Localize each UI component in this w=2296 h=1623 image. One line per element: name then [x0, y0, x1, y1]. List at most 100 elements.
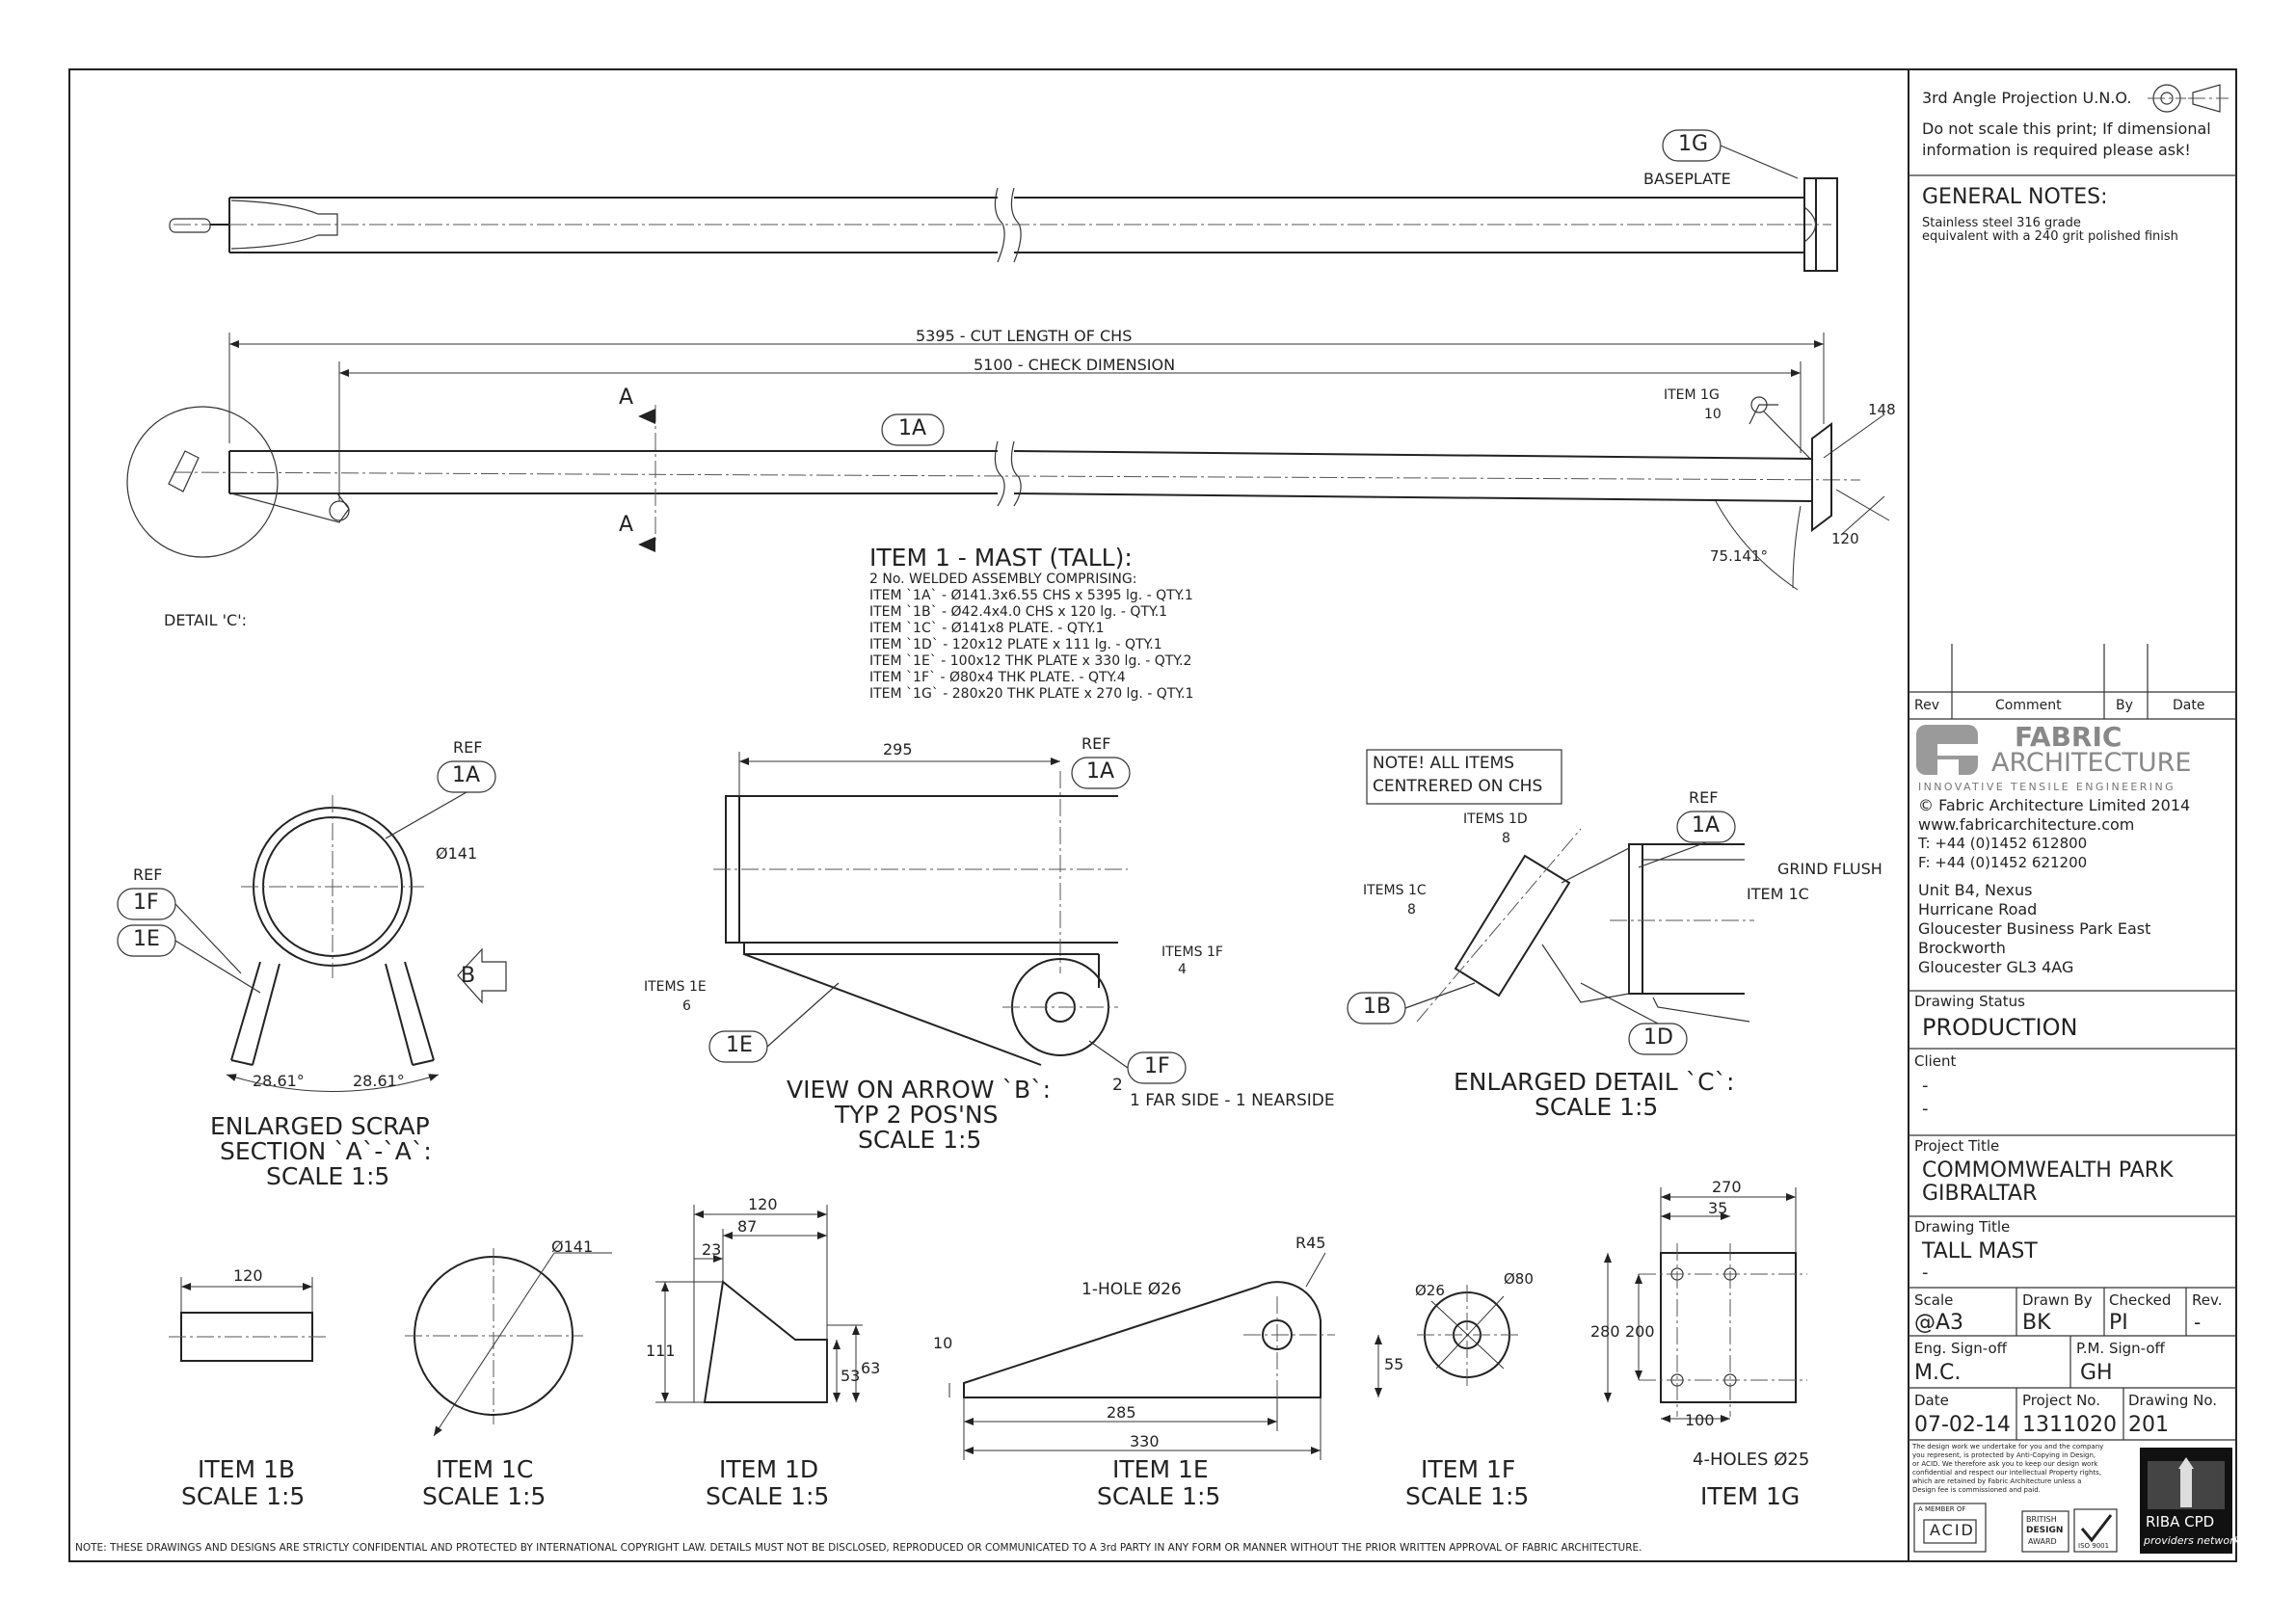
- section-aa-view: [226, 795, 507, 1092]
- weld-items-1d: ITEMS 1D: [1463, 812, 1528, 827]
- general-notes-line-1: Stainless steel 316 grade: [1922, 216, 2081, 230]
- radius-45: R45: [1295, 1234, 1326, 1252]
- drawing-title-line-1: TALL MAST: [1922, 1239, 2038, 1264]
- item-list-line-8: ITEM `1G` - 280x20 THK PLATE x 270 lg. -…: [869, 686, 1194, 702]
- dim-63-1d: 63: [861, 1359, 881, 1377]
- date-value: 07-02-14: [1914, 1413, 2011, 1437]
- hole-note-1e: 1-HOLE Ø26: [1081, 1280, 1182, 1299]
- item-1e-caption-1: ITEM 1E: [1112, 1455, 1209, 1483]
- holes-note-1g: 4-HOLES Ø25: [1693, 1450, 1810, 1470]
- item-list-line-2: ITEM `1A` - Ø141.3x6.55 CHS x 5395 lg. -…: [869, 588, 1193, 603]
- balloon-1a-section: 1A: [452, 763, 481, 787]
- mast-top-view: [169, 177, 1838, 272]
- address-line-3: Gloucester Business Park East: [1918, 919, 2151, 938]
- dim-295: 295: [883, 740, 913, 758]
- ref-label-view-b: REF: [1081, 734, 1111, 753]
- baseplate-label: BASEPLATE: [1643, 170, 1731, 188]
- balloon-1d-detail-c: 1D: [1643, 1025, 1673, 1050]
- item-list-line-6: ITEM `1E` - 100x12 THK PLATE x 330 lg. -…: [869, 653, 1192, 669]
- balloons: [117, 129, 1799, 1084]
- item-1e-view: [948, 1252, 1382, 1460]
- eng-signoff-value: M.C.: [1914, 1361, 1962, 1385]
- project-title-line-1: COMMOMWEALTH PARK: [1922, 1158, 2174, 1183]
- dim-dia-80-1f: Ø80: [1504, 1270, 1534, 1288]
- checked-value: PI: [2109, 1311, 2128, 1335]
- logo-tagline: INNOVATIVE TENSILE ENGINEERING: [1918, 781, 2176, 793]
- checked-label: Checked: [2109, 1291, 2172, 1309]
- item-1b-view: [169, 1277, 328, 1362]
- weld-size-1c: 8: [1407, 902, 1416, 918]
- weld-size-1d: 8: [1502, 831, 1510, 846]
- item-1e-caption-2: SCALE 1:5: [1097, 1482, 1221, 1510]
- pm-signoff-value: GH: [2080, 1361, 2113, 1385]
- address-line-1: Unit B4, Nexus: [1918, 881, 2033, 899]
- section-aa-caption-2: SECTION `A`-`A`:: [220, 1137, 432, 1165]
- drawn-by-value: BK: [2022, 1311, 2051, 1335]
- dim-dia-26-1f: Ø26: [1415, 1282, 1445, 1299]
- weld-size-1e: 6: [682, 998, 691, 1014]
- detail-c-view: [1416, 828, 1754, 1023]
- dim-87-1d: 87: [737, 1217, 758, 1236]
- weld-items-1c: ITEMS 1C: [1363, 883, 1427, 898]
- ref-label-1a: REF: [453, 738, 483, 757]
- item-1c-view: [405, 1248, 612, 1437]
- dim-55-1e: 55: [1384, 1355, 1404, 1373]
- weld-size-1g: 10: [1704, 407, 1722, 422]
- detail-c-caption-2: SCALE 1:5: [1535, 1093, 1659, 1121]
- drawing-status: PRODUCTION: [1922, 1014, 2078, 1041]
- section-aa-caption-3: SCALE 1:5: [266, 1162, 390, 1190]
- item-1g-caption: ITEM 1G: [1700, 1482, 1801, 1510]
- section-aa-caption-1: ENLARGED SCRAP: [210, 1112, 430, 1140]
- drawing-title-label: Drawing Title: [1914, 1218, 2011, 1236]
- bsd-badge-line-1: BRITISH: [2026, 1515, 2057, 1524]
- item-1b-caption-2: SCALE 1:5: [181, 1482, 306, 1510]
- company-fax: F: +44 (0)1452 621200: [1918, 854, 2088, 871]
- dim-270-1g: 270: [1712, 1178, 1742, 1196]
- dim-200-1g: 200: [1625, 1322, 1655, 1341]
- acid-badge-top: A MEMBER OF: [1918, 1505, 1966, 1513]
- angle-28-right: 28.61°: [353, 1072, 405, 1090]
- drawing-status-label: Drawing Status: [1914, 993, 2025, 1010]
- fabric-architecture-logo-icon: [1916, 725, 1978, 775]
- drawing-no-value: 201: [2128, 1413, 2169, 1437]
- detail-c-label: DETAIL 'C':: [164, 611, 247, 629]
- weld-items-1f: ITEMS 1F: [1161, 945, 1223, 960]
- detail-c-caption-1: ENLARGED DETAIL `C`:: [1454, 1068, 1735, 1096]
- view-b-caption-2: TYP 2 POS'NS: [835, 1101, 999, 1129]
- scale-value: @A3: [1914, 1311, 1964, 1335]
- company-phone: T: +44 (0)1452 612800: [1918, 835, 2088, 852]
- section-mark-top: A: [619, 386, 634, 410]
- dim-330-1e: 330: [1130, 1432, 1160, 1450]
- item-1g-view: [1604, 1187, 1807, 1423]
- logo-word-fabric: FABRIC: [2015, 721, 2122, 753]
- drawn-by-label: Drawn By: [2022, 1291, 2093, 1309]
- dim-120-elev: 120: [1831, 530, 1859, 547]
- client-line-2: -: [1922, 1099, 1929, 1119]
- iso-badge: ISO 9001: [2078, 1542, 2110, 1550]
- company-copyright: © Fabric Architecture Limited 2014: [1918, 796, 2191, 814]
- address-line-4: Brockworth: [1918, 939, 2006, 957]
- item-list-line-3: ITEM `1B` - Ø42.4x4.0 CHS x 120 lg. - QT…: [869, 604, 1168, 620]
- sheet-border: [68, 68, 2237, 1562]
- qty-2-view-b: 2: [1112, 1076, 1123, 1095]
- dim-120-1b: 120: [233, 1266, 263, 1285]
- scale-note-line-1: Do not scale this print; If dimensional: [1922, 120, 2211, 138]
- view-b: [713, 752, 1128, 1066]
- bsd-badge-line-2: DESIGN: [2026, 1526, 2064, 1535]
- company-website[interactable]: www.fabricarchitecture.com: [1918, 815, 2135, 834]
- date-label: Date: [1914, 1392, 1949, 1409]
- dim-53-1d: 53: [841, 1367, 861, 1385]
- rev-label: Rev.: [2192, 1291, 2223, 1309]
- view-b-caption-1: VIEW ON ARROW `B`:: [787, 1076, 1052, 1104]
- logo-word-architecture: ARCHITECTURE: [1991, 748, 2192, 778]
- balloon-1e-view-b: 1E: [726, 1033, 753, 1057]
- item-1b-caption-1: ITEM 1B: [198, 1455, 296, 1483]
- item-list-line-5: ITEM `1D` - 120x12 PLATE x 111 lg. - QTY…: [869, 637, 1162, 652]
- balloon-1f-section: 1F: [133, 891, 159, 915]
- dim-cut-length: 5395 - CUT LENGTH OF CHS: [916, 327, 1133, 345]
- confidentiality-note: NOTE: THESE DRAWINGS AND DESIGNS ARE STR…: [75, 1542, 1642, 1554]
- project-title-line-2: GIBRALTAR: [1922, 1182, 2038, 1206]
- pm-signoff-label: P.M. Sign-off: [2076, 1340, 2165, 1357]
- comment-header: Comment: [1995, 698, 2062, 713]
- item-1f-view: [1417, 1285, 1518, 1386]
